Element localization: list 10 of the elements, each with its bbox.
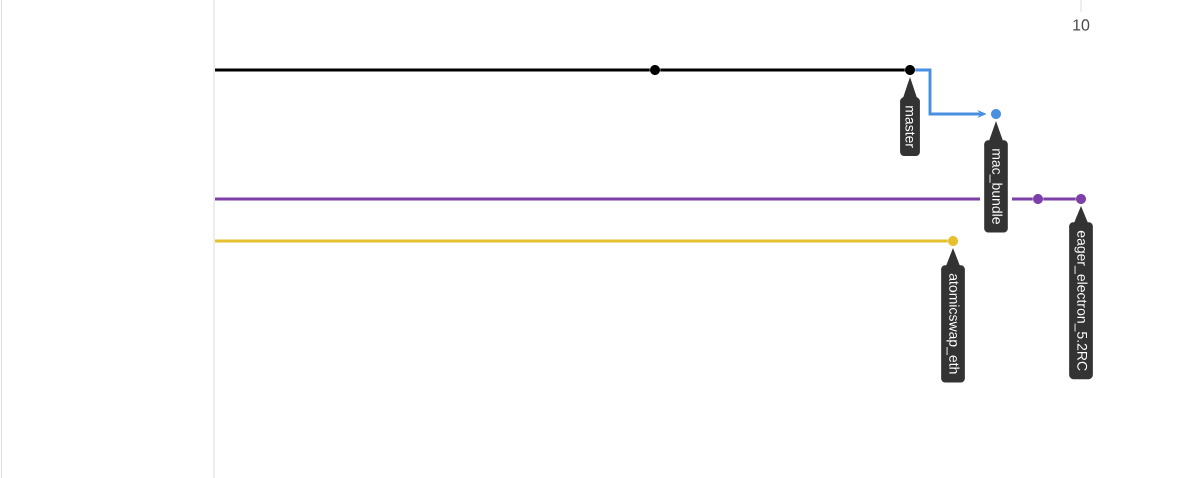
branch-line [213, 197, 1035, 201]
branch-tag: master [900, 77, 920, 157]
branch-line [215, 68, 650, 72]
branch-line [660, 68, 905, 72]
tick-label: 10 [1073, 19, 1090, 31]
branch-line [215, 239, 948, 243]
branch-tag: mac_bundle [984, 121, 1008, 233]
branch-line [1043, 197, 1076, 201]
branch-tag: eager_electron_5.2RC [1069, 206, 1093, 380]
branch-tag: atomicswap_eth [941, 248, 965, 383]
